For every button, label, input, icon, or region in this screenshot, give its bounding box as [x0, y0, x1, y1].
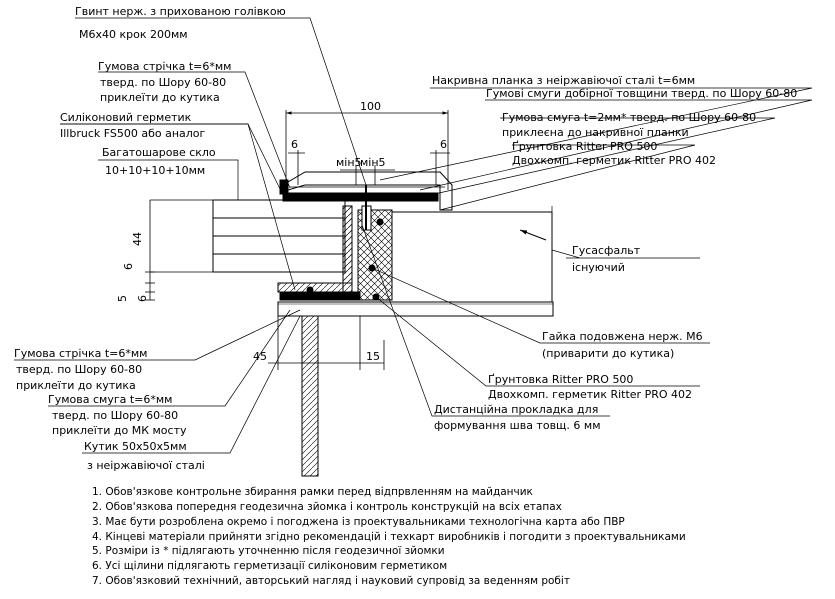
note-item: 1. Обов'язкове контрольне збирання рамки…: [92, 486, 533, 498]
screw-spec-label: М6х40 крок 200мм: [79, 28, 188, 41]
tape-top-hardness: тверд. по Шору 60-80: [100, 76, 226, 89]
glass-pack: [150, 199, 346, 273]
note-item: 7. Обов'язковий технічний, авторський на…: [92, 575, 570, 587]
cover-plate: [287, 171, 453, 211]
dim-15: 15: [366, 350, 380, 363]
band-bottom-note: приклеїти до МК мосту: [52, 424, 187, 437]
primer-top-label: Ґрунтовка Ritter PRO 500: [512, 140, 657, 153]
primer-bottom-label: Ґрунтовка Ritter PRO 500: [488, 373, 633, 386]
dim-6-vertical-2: 6: [136, 295, 149, 302]
band-bottom-hardness: тверд. по Шору 60-80: [52, 409, 178, 422]
tape-top-note: приклеїти до кутика: [100, 91, 220, 104]
asphalt-note: існуючий: [572, 261, 625, 274]
rubber-band-bottom: [279, 291, 361, 301]
dim-44: 44: [131, 232, 144, 246]
dim-min5-a: мін5: [336, 156, 362, 169]
band-bottom-label: Гумова смуга t=6*мм: [48, 393, 172, 406]
nut-note: (приварити до кутика): [542, 347, 674, 360]
rubber-strip-top: [282, 192, 439, 202]
glass-label: Багатошарове скло: [102, 146, 216, 159]
screw-dot: [306, 286, 314, 294]
note-item: 5. Розміри із * підлягають уточненню піс…: [92, 545, 445, 557]
sealant-bottom-label: Двохкомп. герметик Ritter PRO 402: [488, 388, 692, 401]
dim-100: 100: [360, 100, 381, 113]
cover-plate-label: Накривна планка з неіржавіючої сталі t=6…: [432, 74, 695, 87]
asphalt-layer: [392, 206, 553, 308]
tape-bottom-label: Гумова стрічка t=6*мм: [14, 347, 147, 360]
note-item: 4. Кінцеві матеріали прийняти згідно рек…: [92, 531, 686, 543]
note-item: 6. Усі щілини підлягають герметизації си…: [92, 560, 448, 572]
dim-6-left: 6: [291, 138, 298, 151]
dim-6-vertical: 6: [122, 263, 135, 270]
spacer-note: формування шва товщ. 6 мм: [434, 419, 601, 432]
dim-6-right: 6: [440, 138, 447, 151]
spacer-label: Дистанційна прокладка для: [434, 403, 598, 416]
bridge-deck-plate: [277, 301, 554, 317]
asphalt-label: Гусасфальт: [572, 244, 641, 257]
dim-5: 5: [116, 295, 129, 302]
sealant-spec-label: Illbruck FS500 або аналог: [60, 127, 206, 140]
glass-spec-label: 10+10+10+10мм: [105, 164, 205, 177]
rubber-strips-label: Гумові смуги добірної товщини тверд. по …: [486, 87, 797, 100]
sealant-top-label: Двохкомп. герметик Ritter PRO 402: [512, 154, 716, 167]
tape-bottom-hardness: тверд. по Шору 60-80: [16, 363, 142, 376]
nut-label: Гайка подовжена нерж. М6: [542, 330, 703, 343]
screw-label: Гвинт нерж. з прихованою голівкою: [75, 5, 286, 18]
tape-top-label: Гумова стрічка t=6*мм: [98, 60, 231, 73]
angle-note: з неіржавіючої сталі: [87, 459, 205, 472]
angle-label: Кутик 50х50х5мм: [84, 440, 187, 453]
dim-45: 45: [253, 350, 267, 363]
rubber-band-note: приклеєна до накривної планки: [502, 126, 689, 139]
sealant-joint: [357, 209, 393, 301]
bridge-web: [301, 315, 319, 477]
rubber-band-label: Гумова смуга t=2мм* тверд. по Шору 60-80: [502, 111, 756, 124]
note-item: 3. Має бути розроблена окремо і погоджен…: [92, 516, 625, 528]
note-item: 2. Обов'язкова попередня геодезична зйом…: [92, 501, 562, 513]
screw-dot: [376, 218, 384, 226]
dim-min5-b: мін5: [360, 156, 386, 169]
sealant-label: Силіконовий герметик: [60, 111, 192, 124]
tape-bottom-note: приклеїти до кутика: [16, 379, 136, 392]
